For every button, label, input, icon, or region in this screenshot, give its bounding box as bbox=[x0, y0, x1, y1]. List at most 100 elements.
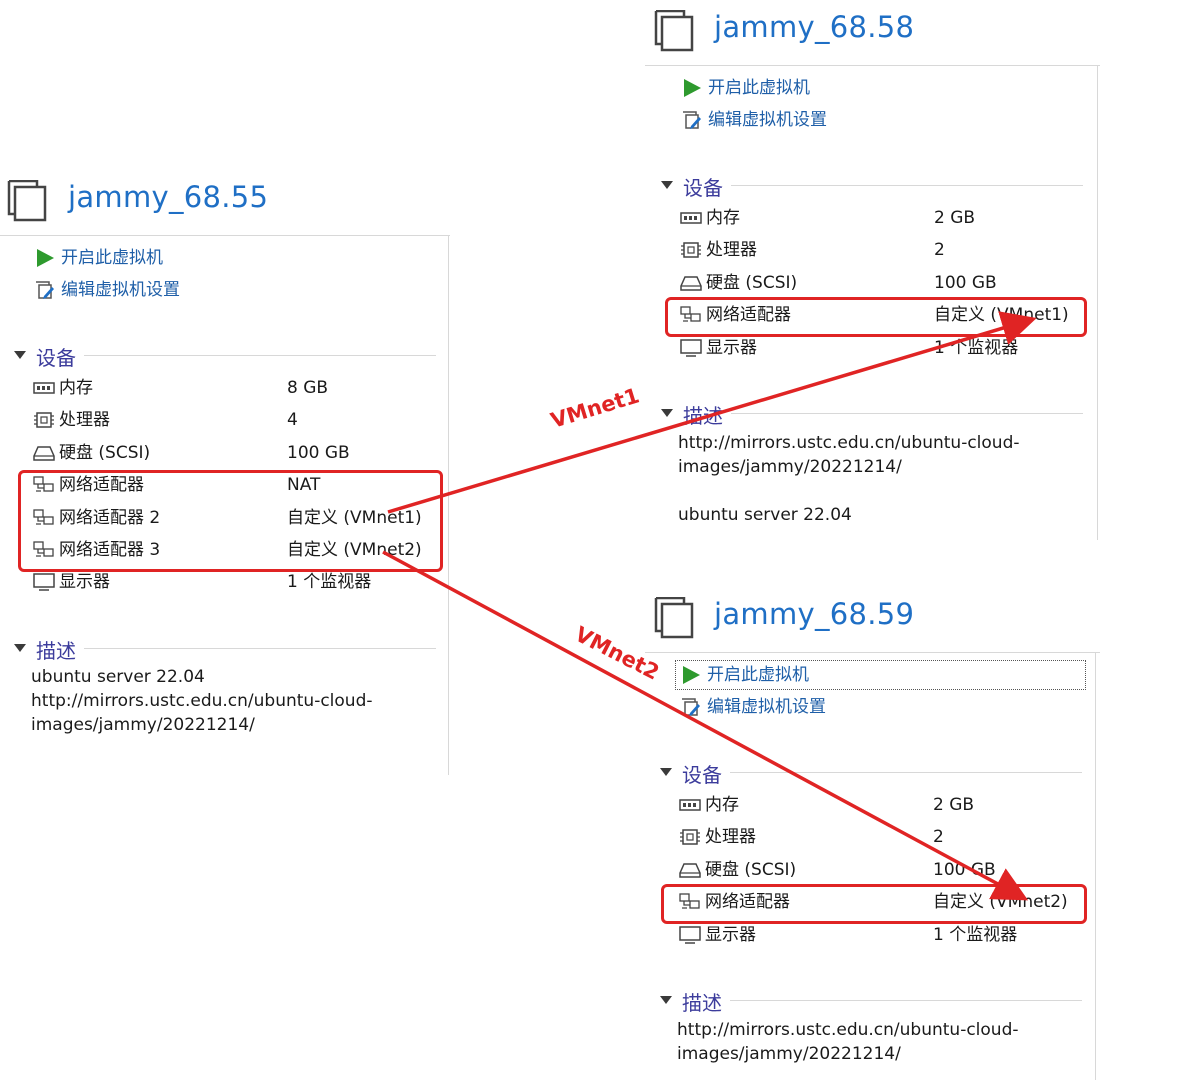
device-name: 内存 bbox=[706, 208, 740, 228]
device-row-display[interactable]: 显示器 1 个监视器 bbox=[33, 570, 433, 594]
device-value: NAT bbox=[287, 475, 321, 495]
description-section-header[interactable]: 描述 bbox=[661, 400, 1083, 428]
virtual-machine-icon bbox=[654, 597, 694, 639]
devices-section-title: 设备 bbox=[682, 763, 722, 787]
device-value: 4 bbox=[287, 410, 298, 430]
device-row-hard-disk[interactable]: 硬盘 (SCSI) 100 GB bbox=[679, 858, 1079, 882]
play-icon bbox=[684, 79, 701, 97]
play-icon bbox=[37, 249, 54, 267]
device-name: 处理器 bbox=[59, 410, 110, 430]
devices-section-header[interactable]: 设备 bbox=[660, 759, 1082, 787]
network-adapter-icon bbox=[33, 541, 54, 557]
collapse-triangle-icon bbox=[661, 409, 673, 417]
power-on-vm-link[interactable]: 开启此虚拟机 bbox=[681, 664, 881, 686]
devices-section-title: 设备 bbox=[36, 346, 76, 370]
device-row-memory[interactable]: 内存 8 GB bbox=[33, 376, 433, 400]
power-on-vm-link[interactable]: 开启此虚拟机 bbox=[35, 247, 235, 269]
device-name: 硬盘 (SCSI) bbox=[59, 443, 151, 463]
description-section-title: 描述 bbox=[682, 991, 722, 1015]
vm-title: jammy_68.59 bbox=[714, 597, 915, 631]
cpu-icon bbox=[34, 412, 54, 428]
edit-settings-icon bbox=[683, 111, 701, 129]
cpu-icon bbox=[680, 829, 700, 845]
description-line: ubuntu server 22.04 bbox=[678, 505, 852, 525]
device-value: 2 GB bbox=[933, 795, 975, 815]
device-row-memory[interactable]: 内存 2 GB bbox=[680, 206, 1080, 230]
device-row-hard-disk[interactable]: 硬盘 (SCSI) 100 GB bbox=[33, 441, 433, 465]
description-line: ubuntu server 22.04 bbox=[31, 667, 205, 687]
description-line: http://mirrors.ustc.edu.cn/ubuntu-cloud- bbox=[677, 1020, 1019, 1040]
device-row-network-adapter[interactable]: 网络适配器 NAT bbox=[33, 473, 433, 497]
device-value: 1 个监视器 bbox=[934, 338, 1019, 358]
description-section-title: 描述 bbox=[683, 404, 723, 428]
device-value: 8 GB bbox=[287, 378, 329, 398]
edit-settings-icon bbox=[36, 281, 54, 299]
hard-disk-icon bbox=[33, 446, 55, 461]
description-line: images/jammy/20221214/ bbox=[678, 457, 902, 477]
edit-settings-label: 编辑虚拟机设置 bbox=[61, 280, 180, 300]
edit-vm-settings-link[interactable]: 编辑虚拟机设置 bbox=[682, 109, 882, 131]
device-row-memory[interactable]: 内存 2 GB bbox=[679, 793, 1079, 817]
play-icon bbox=[683, 666, 700, 684]
devices-section-title: 设备 bbox=[683, 176, 723, 200]
device-value: 1 个监视器 bbox=[287, 572, 372, 592]
memory-icon bbox=[33, 382, 55, 394]
collapse-triangle-icon bbox=[660, 768, 672, 776]
device-row-processor[interactable]: 处理器 4 bbox=[33, 408, 433, 432]
virtual-machine-icon bbox=[654, 10, 694, 52]
description-line: images/jammy/20221214/ bbox=[677, 1044, 901, 1064]
device-value: 2 bbox=[933, 827, 944, 847]
description-line: http://mirrors.ustc.edu.cn/ubuntu-cloud- bbox=[31, 691, 373, 711]
vm-title: jammy_68.55 bbox=[68, 180, 269, 214]
device-row-display[interactable]: 显示器 1 个监视器 bbox=[679, 923, 1079, 947]
vm-title: jammy_68.58 bbox=[714, 10, 915, 44]
power-on-label: 开启此虚拟机 bbox=[61, 248, 163, 268]
power-on-label: 开启此虚拟机 bbox=[707, 665, 809, 685]
device-name: 内存 bbox=[705, 795, 739, 815]
device-value: 1 个监视器 bbox=[933, 925, 1018, 945]
cpu-icon bbox=[681, 242, 701, 258]
device-row-processor[interactable]: 处理器 2 bbox=[680, 238, 1080, 262]
edit-settings-label: 编辑虚拟机设置 bbox=[707, 697, 826, 717]
description-line: images/jammy/20221214/ bbox=[31, 715, 255, 735]
description-section-title: 描述 bbox=[36, 639, 76, 663]
collapse-triangle-icon bbox=[660, 996, 672, 1004]
network-adapter-icon bbox=[33, 509, 54, 525]
device-name: 显示器 bbox=[705, 925, 756, 945]
edit-vm-settings-link[interactable]: 编辑虚拟机设置 bbox=[681, 696, 881, 718]
device-value: 100 GB bbox=[934, 273, 997, 293]
collapse-triangle-icon bbox=[14, 644, 26, 652]
devices-section-header[interactable]: 设备 bbox=[14, 342, 436, 370]
description-line: http://mirrors.ustc.edu.cn/ubuntu-cloud- bbox=[678, 433, 1020, 453]
annotation-label-vmnet1: VMnet1 bbox=[548, 383, 643, 433]
device-value: 2 bbox=[934, 240, 945, 260]
description-section-header[interactable]: 描述 bbox=[660, 987, 1082, 1015]
device-row-display[interactable]: 显示器 1 个监视器 bbox=[680, 336, 1080, 360]
monitor-icon bbox=[680, 339, 702, 357]
devices-section-header[interactable]: 设备 bbox=[661, 172, 1083, 200]
annotation-label-vmnet2: VMnet2 bbox=[571, 622, 664, 685]
edit-settings-icon bbox=[682, 698, 700, 716]
highlight-box-vmnet2-adapter bbox=[661, 884, 1087, 924]
device-name: 硬盘 (SCSI) bbox=[705, 860, 797, 880]
power-on-vm-link[interactable]: 开启此虚拟机 bbox=[682, 77, 882, 99]
monitor-icon bbox=[679, 926, 701, 944]
device-row-hard-disk[interactable]: 硬盘 (SCSI) 100 GB bbox=[680, 271, 1080, 295]
memory-icon bbox=[679, 799, 701, 811]
device-name: 网络适配器 bbox=[59, 475, 144, 495]
device-name: 显示器 bbox=[59, 572, 110, 592]
device-value: 100 GB bbox=[933, 860, 996, 880]
edit-vm-settings-link[interactable]: 编辑虚拟机设置 bbox=[35, 279, 235, 301]
device-row-processor[interactable]: 处理器 2 bbox=[679, 825, 1079, 849]
device-name: 显示器 bbox=[706, 338, 757, 358]
highlight-box-vmnet1-adapter bbox=[665, 297, 1087, 337]
memory-icon bbox=[680, 212, 702, 224]
network-adapter-icon bbox=[33, 476, 54, 492]
power-on-label: 开启此虚拟机 bbox=[708, 78, 810, 98]
virtual-machine-icon bbox=[7, 180, 47, 222]
edit-settings-label: 编辑虚拟机设置 bbox=[708, 110, 827, 130]
description-section-header[interactable]: 描述 bbox=[14, 635, 436, 663]
device-name: 硬盘 (SCSI) bbox=[706, 273, 798, 293]
device-name: 内存 bbox=[59, 378, 93, 398]
device-name: 处理器 bbox=[705, 827, 756, 847]
